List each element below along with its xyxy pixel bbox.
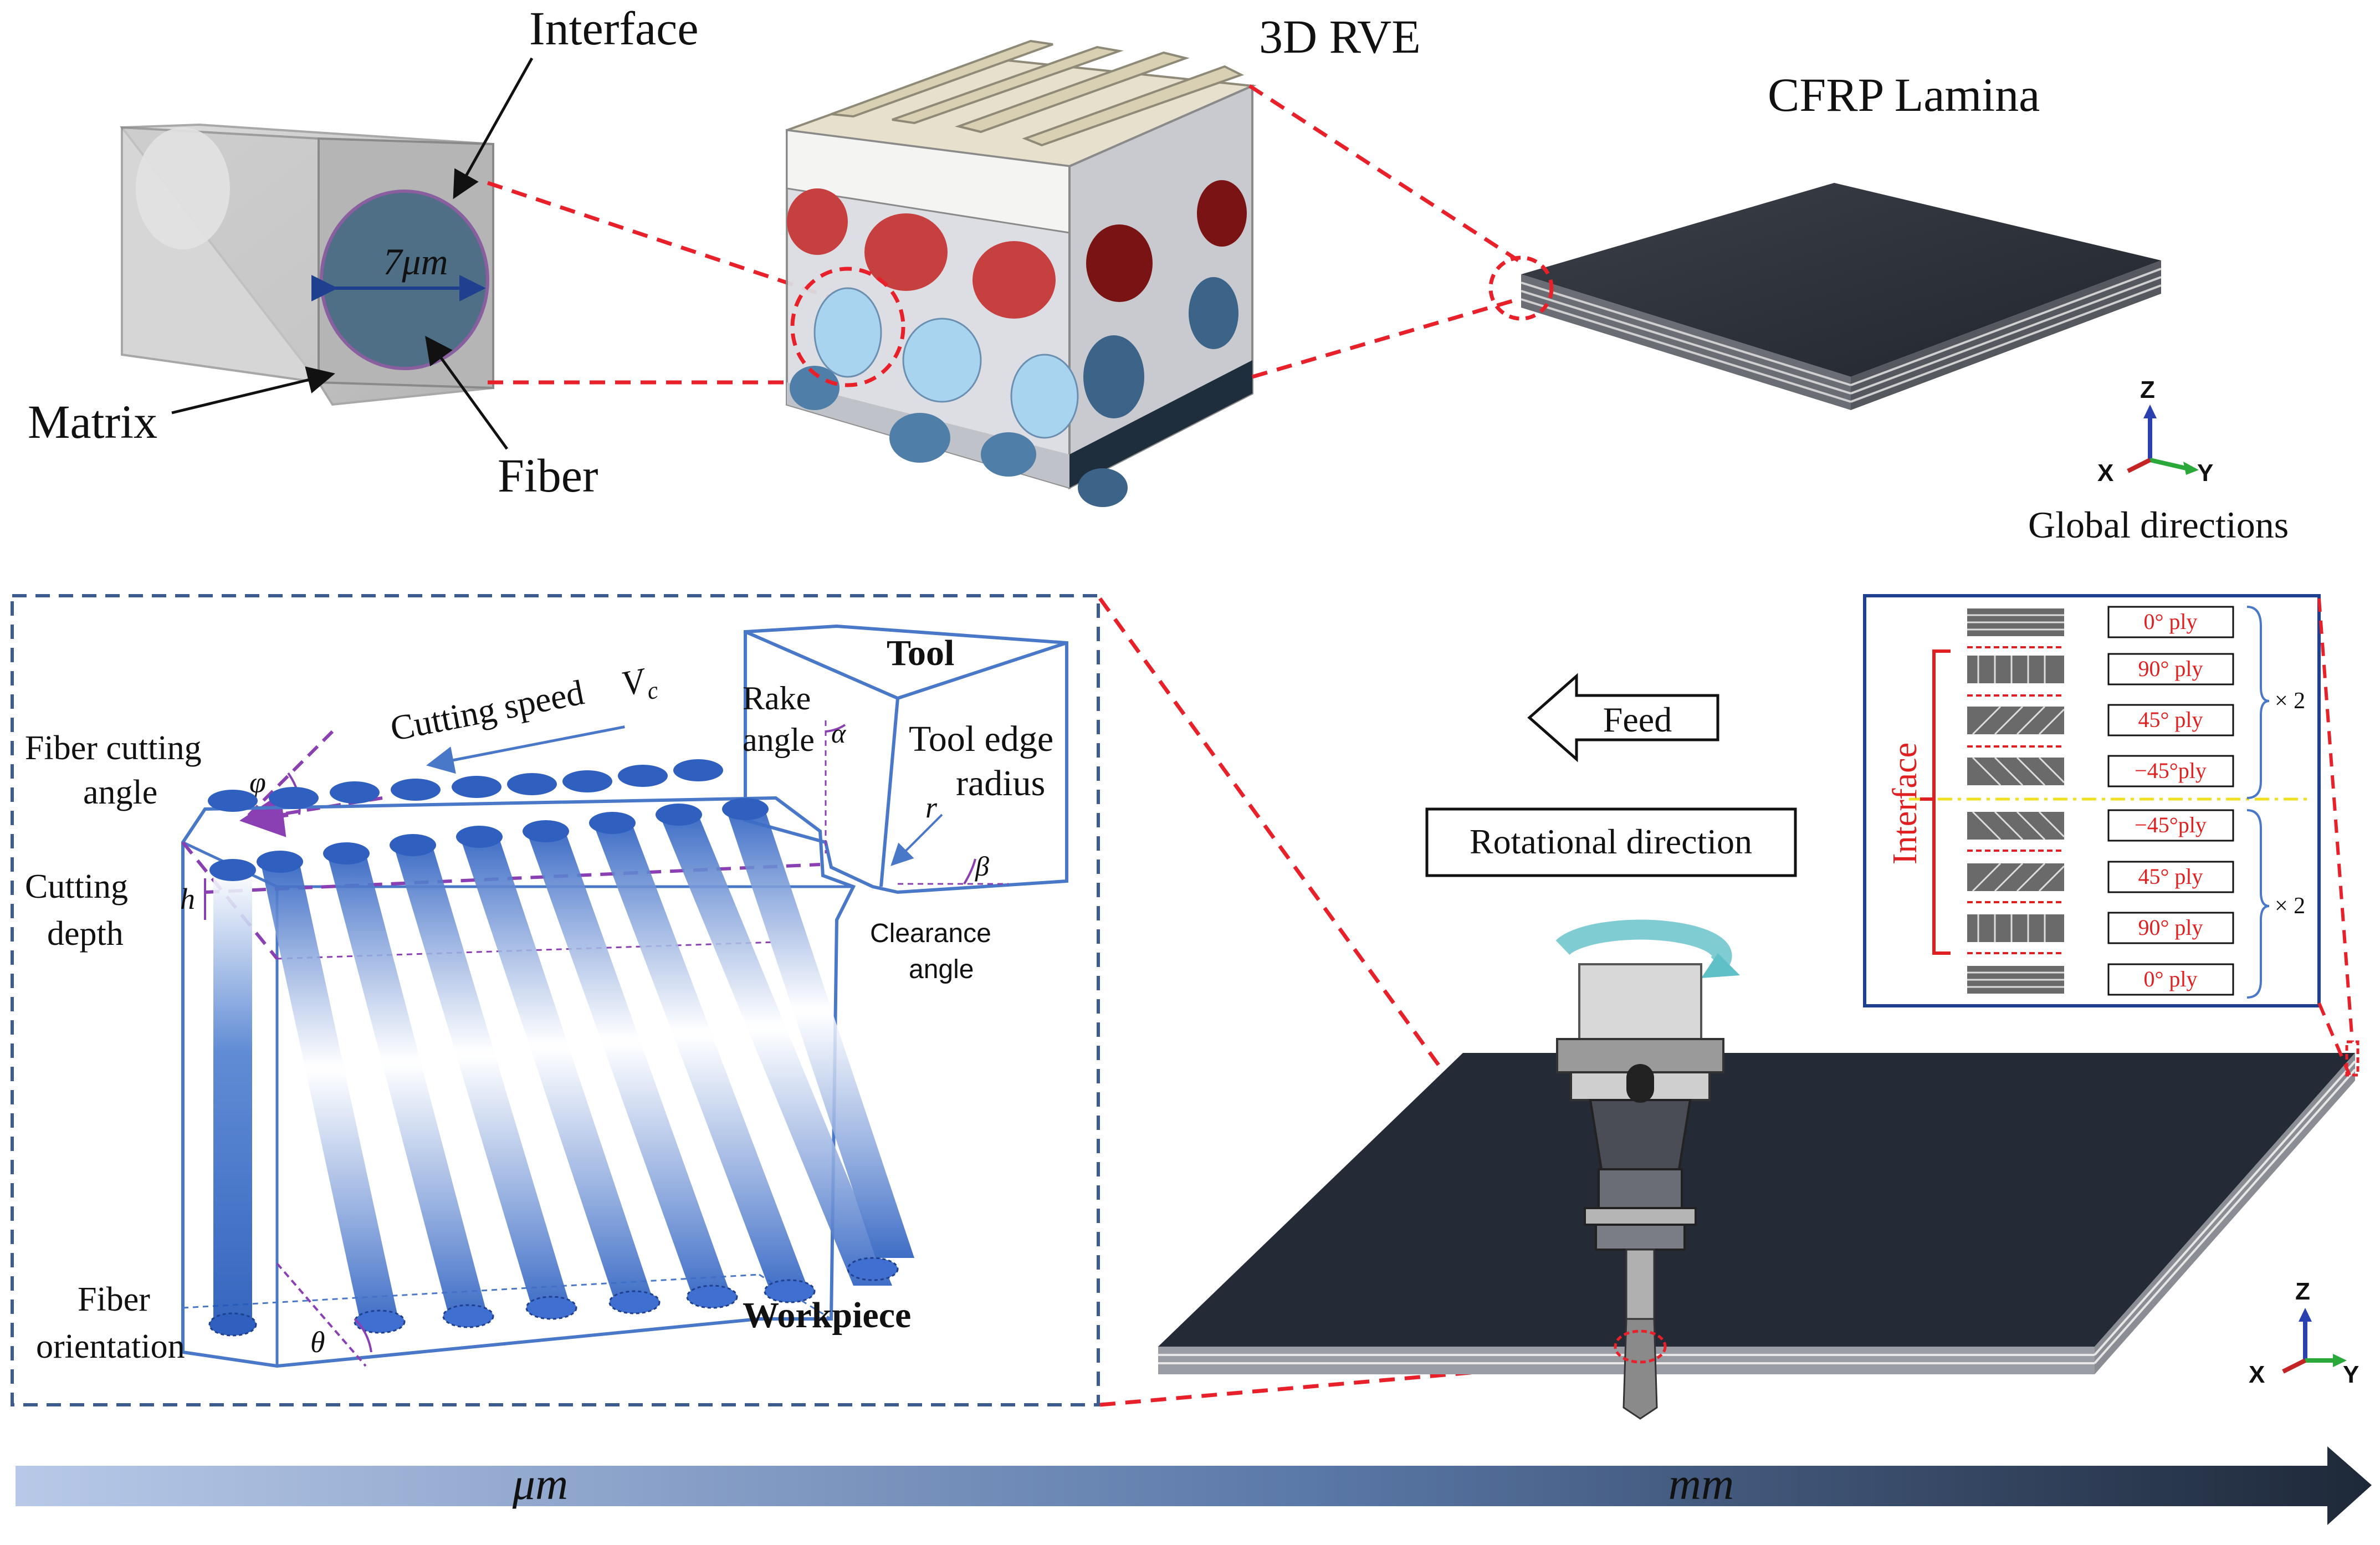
svg-text:Y: Y (2197, 459, 2213, 487)
fiber-diameter-label: 7μm (383, 241, 448, 283)
svg-text:X: X (2249, 1361, 2265, 1388)
cutting-speed-label: Cutting speed (387, 672, 587, 748)
fiber-label: Fiber (498, 449, 598, 502)
scale-bar: μm mm (16, 1446, 2372, 1525)
beta-symbol: β (975, 851, 989, 882)
rake-angle-label-1: Rake (743, 680, 811, 717)
rake-symbol: α (831, 718, 847, 749)
ply-label-6: 45° ply (2138, 864, 2203, 889)
svg-text:Z: Z (2295, 1278, 2310, 1305)
tool-edge-label-2: radius (956, 763, 1045, 804)
rake-angle-label-2: angle (743, 722, 815, 758)
cutting-depth-label-2: depth (47, 915, 124, 953)
zoom-line-7 (2317, 598, 2354, 1042)
cutting-model-frame (11, 594, 1100, 1406)
zoom-line-4 (1252, 297, 1519, 379)
tool-label: Tool (887, 633, 954, 673)
ply-label-3: 45° ply (2138, 707, 2203, 732)
fiber-leader (425, 335, 509, 450)
cutting-speed-arrow (426, 725, 625, 774)
tool-edge-label-1: Tool edge (909, 719, 1053, 759)
ply-label-7: 90° ply (2138, 915, 2203, 940)
fiber-cell-model: 7μm (120, 123, 494, 406)
ply-label-8: 0° ply (2143, 966, 2197, 991)
layup-interface-label: Interface (1886, 743, 1924, 864)
svg-text:Rotational direction: Rotational direction (1470, 822, 1752, 861)
workpiece-fibers (208, 759, 914, 1337)
zoom-line-1 (487, 181, 846, 304)
cfrp-lamina (1488, 183, 2162, 410)
ply-swatches (1967, 608, 2064, 994)
zoom-line-6 (1099, 1355, 1644, 1407)
global-axes-triad: Z X Y (2097, 376, 2213, 487)
svg-text:Y: Y (2343, 1361, 2359, 1388)
repeat-bottom-label: × 2 (2275, 893, 2305, 919)
radius-symbol: r (925, 791, 938, 824)
lamina-title: CFRP Lamina (1768, 68, 2040, 121)
clearance-angle-label-1: Clearance (870, 919, 991, 948)
lamina-zoom-circle (1488, 255, 1554, 321)
milling-plate (1158, 1040, 2359, 1374)
svg-text:X: X (2097, 459, 2113, 487)
scale-milli-label: mm (1668, 1459, 1734, 1509)
ply-label-1: 0° ply (2143, 609, 2197, 634)
fiber-orientation-label-2: orientation (36, 1328, 185, 1365)
depth-symbol: h (180, 882, 195, 915)
zoom-line-8 (2317, 1002, 2351, 1076)
rotational-direction-box: Rotational direction (1425, 807, 1797, 877)
cutting-depth-label-1: Cutting (25, 868, 128, 905)
matrix-label: Matrix (28, 395, 157, 448)
scale-micro-label: μm (512, 1459, 568, 1509)
milling-axes-triad: Z X Y (2249, 1278, 2359, 1388)
rve-cube (786, 39, 1257, 507)
phi-symbol: φ (249, 766, 266, 799)
cutting-speed-group: Cutting speed V c (387, 660, 661, 774)
rve-zoom-circle (790, 267, 905, 387)
svg-text:Z: Z (2140, 376, 2155, 403)
workpiece-label: Workpiece (743, 1295, 911, 1336)
cutting-speed-subscript: c (644, 676, 661, 705)
clearance-arc (963, 858, 976, 885)
cutting-tool: Tool (744, 624, 1068, 894)
interface-label: Interface (529, 2, 699, 55)
interface-leader (453, 57, 534, 199)
svg-text:Feed: Feed (1603, 700, 1672, 739)
fiber-cutting-angle-label-1: Fiber cutting (25, 729, 202, 767)
matrix-leader (171, 366, 335, 415)
fiber-cutting-angle-label-2: angle (83, 774, 157, 811)
ply-label-5: −45°ply (2135, 812, 2207, 837)
rake-arc (825, 724, 846, 733)
endmill-tool (1555, 919, 1740, 1420)
layup-panel: 0° ply 90° ply 45° ply −45°ply −45°ply 4… (1863, 594, 2321, 1007)
radius-pointer (890, 814, 943, 866)
fiber-orientation-label-1: Fiber (78, 1281, 150, 1318)
global-directions-label: Global directions (2028, 504, 2289, 546)
repeat-top-label: × 2 (2275, 688, 2305, 714)
feed-arrow: Feed (1527, 673, 1719, 763)
theta-symbol: θ (310, 1326, 325, 1359)
zoom-line-3 (1248, 84, 1519, 262)
ply-label-4: −45°ply (2135, 758, 2207, 783)
clearance-angle-label-2: angle (909, 955, 974, 984)
ply-label-2: 90° ply (2138, 656, 2203, 681)
rve-title: 3D RVE (1259, 10, 1421, 63)
